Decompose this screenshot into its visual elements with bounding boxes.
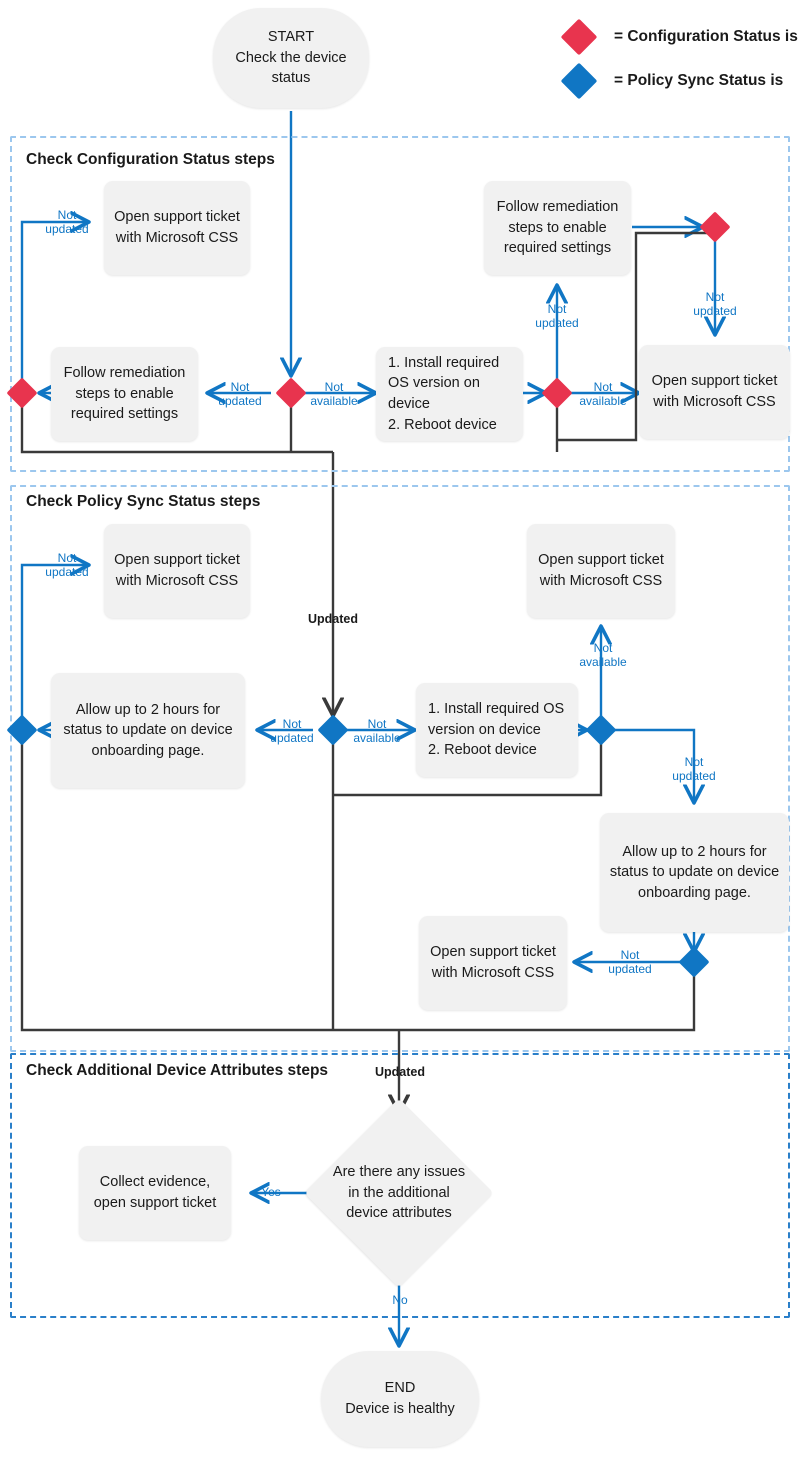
legend-item-policy-sync-status: = Policy Sync Status is xyxy=(560,62,784,100)
additional-issues-decision: Are there any issues in the additional d… xyxy=(304,1098,494,1288)
config-install-os-step-1: 1. Install required OS version on device xyxy=(388,354,500,412)
edge-label-additional-updated: Updated xyxy=(375,1065,425,1079)
edge-label-config-os-not-available: Not available xyxy=(579,380,627,409)
region-check-additional-device-attributes xyxy=(10,1053,790,1318)
policy-allow-two-hours-left-label: Allow up to 2 hours for status to update… xyxy=(63,701,233,759)
config-follow-remediation-left-label: Follow remediation steps to enable requi… xyxy=(63,365,186,423)
policy-allow-two-hours-right-label: Allow up to 2 hours for status to update… xyxy=(609,843,780,901)
edge-label-policy-mid-not-updated: Not updated xyxy=(270,717,314,746)
end-node: END Device is healthy xyxy=(321,1351,479,1447)
config-follow-remediation-left: Follow remediation steps to enable requi… xyxy=(51,347,198,441)
region-check-configuration-status xyxy=(10,136,790,472)
end-label-line2: Device is healthy xyxy=(345,1401,455,1417)
edge-label-config-mid-not-updated: Not updated xyxy=(218,380,262,409)
start-label-line1: START xyxy=(267,29,315,46)
config-open-support-ticket-left-label: Open support ticket with Microsoft CSS xyxy=(114,209,240,246)
region-title-additional-device-attributes: Check Additional Device Attributes steps xyxy=(26,1062,329,1079)
legend-item-configuration-status: = Configuration Status is xyxy=(560,18,798,56)
policy-open-support-ticket-bottom: Open support ticket with Microsoft CSS xyxy=(419,916,567,1010)
edge-label-config-mid-not-available: Not available xyxy=(310,380,358,409)
configuration-status-diamond-icon xyxy=(560,18,598,56)
policy-open-support-ticket-left-label: Open support ticket with Microsoft CSS xyxy=(114,552,240,589)
edge-label-config-right-not-updated: Not updated xyxy=(693,290,737,319)
start-node: START Check the device status xyxy=(213,8,369,108)
policy-sync-status-diamond-icon xyxy=(560,62,598,100)
region-title-configuration-status: Check Configuration Status steps xyxy=(26,151,275,168)
policy-allow-two-hours-left: Allow up to 2 hours for status to update… xyxy=(51,673,245,788)
policy-open-support-ticket-bottom-label: Open support ticket with Microsoft CSS xyxy=(430,944,556,981)
policy-open-support-ticket-top-label: Open support ticket with Microsoft CSS xyxy=(538,552,664,589)
config-open-support-ticket-left: Open support ticket with Microsoft CSS xyxy=(104,181,250,275)
legend-label-configuration-status: = Configuration Status is xyxy=(614,28,798,45)
config-open-support-ticket-right-label: Open support ticket with Microsoft CSS xyxy=(651,373,778,410)
edge-label-policy-bottom-not-updated: Not updated xyxy=(608,948,652,977)
policy-install-os-step-1: 1. Install required OS version on device xyxy=(428,701,565,738)
additional-collect-evidence: Collect evidence, open support ticket xyxy=(79,1146,231,1240)
edge-label-additional-no: No xyxy=(392,1293,408,1307)
edge-label-config-start-not-updated: Not updated xyxy=(45,208,89,237)
start-label-line2: Check the device status xyxy=(235,49,347,87)
additional-issues-decision-label: Are there any issues in the additional d… xyxy=(332,1164,466,1222)
additional-collect-evidence-label: Collect evidence, open support ticket xyxy=(93,1174,217,1211)
edge-label-config-os-not-updated: Not updated xyxy=(535,302,579,331)
policy-open-support-ticket-top: Open support ticket with Microsoft CSS xyxy=(527,524,675,618)
config-open-support-ticket-right: Open support ticket with Microsoft CSS xyxy=(639,345,790,439)
edge-label-policy-os-not-updated: Not updated xyxy=(672,755,716,784)
edge-label-policy-updated-top: Updated xyxy=(308,612,358,626)
policy-allow-two-hours-right: Allow up to 2 hours for status to update… xyxy=(600,813,789,932)
config-follow-remediation-right: Follow remediation steps to enable requi… xyxy=(484,181,631,275)
config-install-os-step-2: 2. Reboot device xyxy=(388,416,497,433)
config-install-os-steps: 1. Install required OS version on device… xyxy=(376,347,523,441)
policy-install-os-step-2: 2. Reboot device xyxy=(428,742,537,759)
edge-label-policy-start-not-updated: Not updated xyxy=(45,551,89,580)
edge-label-policy-os-not-available: Not available xyxy=(579,641,627,670)
policy-open-support-ticket-left: Open support ticket with Microsoft CSS xyxy=(104,524,250,618)
region-check-policy-sync-status xyxy=(10,485,790,1052)
config-follow-remediation-right-label: Follow remediation steps to enable requi… xyxy=(496,199,619,257)
policy-install-os-steps: 1. Install required OS version on device… xyxy=(416,683,578,777)
edge-label-policy-mid-not-available: Not available xyxy=(353,717,401,746)
region-title-policy-sync-status: Check Policy Sync Status steps xyxy=(26,493,261,510)
edge-label-additional-yes: Yes xyxy=(261,1185,281,1199)
legend-label-policy-sync-status: = Policy Sync Status is xyxy=(614,72,784,89)
end-label-line1: END xyxy=(384,1380,416,1397)
